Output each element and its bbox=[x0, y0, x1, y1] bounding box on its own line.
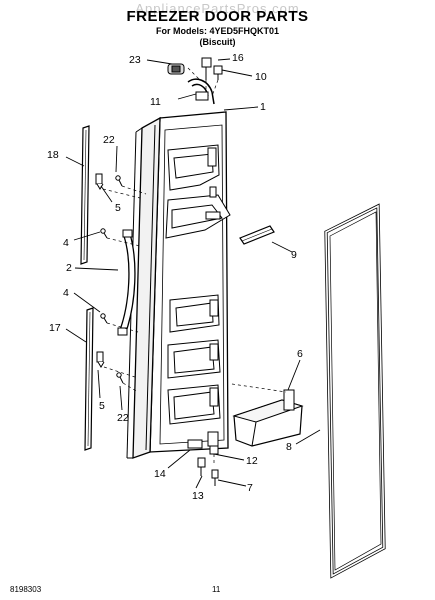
callout-22-top: 22 bbox=[103, 134, 115, 146]
callout-9: 9 bbox=[291, 249, 297, 261]
models-line: For Models: 4YED5FHQKT01 bbox=[155, 26, 280, 36]
callout-18: 18 bbox=[47, 149, 59, 161]
leader-lines bbox=[65, 58, 321, 489]
footer-page: 11 bbox=[212, 585, 221, 594]
shelf-rail bbox=[239, 225, 275, 245]
callout-8: 8 bbox=[286, 441, 292, 453]
callout-2: 2 bbox=[66, 262, 72, 274]
door-gasket bbox=[324, 203, 386, 579]
footer-code: 8198303 bbox=[10, 585, 42, 594]
callout-16: 16 bbox=[232, 52, 244, 64]
callout-14: 14 bbox=[154, 468, 166, 480]
callout-11: 11 bbox=[150, 96, 161, 108]
freezer-door-panel bbox=[126, 111, 231, 459]
callout-17: 17 bbox=[49, 322, 61, 334]
callout-10: 10 bbox=[255, 71, 267, 83]
color-line: (Biscuit) bbox=[199, 37, 236, 47]
top-hinge-parts bbox=[167, 57, 223, 105]
callout-4-top: 4 bbox=[63, 237, 69, 249]
callout-4-bottom: 4 bbox=[63, 287, 69, 299]
watermark: AppliancePartsPros.com bbox=[135, 1, 300, 16]
callout-23: 23 bbox=[129, 54, 141, 66]
callout-22-bottom: 22 bbox=[117, 412, 129, 424]
bottom-hinge-parts bbox=[187, 431, 219, 486]
callout-7: 7 bbox=[247, 482, 253, 494]
diagram-title: FREEZER DOOR PARTS bbox=[126, 8, 309, 25]
trim-strip-17 bbox=[84, 307, 94, 451]
callout-13: 13 bbox=[192, 490, 204, 502]
door-bin bbox=[231, 383, 304, 447]
callout-5-bottom: 5 bbox=[99, 400, 105, 412]
callout-12: 12 bbox=[246, 455, 258, 467]
assembly-guide-lines bbox=[102, 67, 219, 466]
callout-6: 6 bbox=[297, 348, 303, 360]
door-handle bbox=[117, 229, 136, 336]
clips-and-screws bbox=[95, 173, 124, 384]
callout-5-top: 5 bbox=[115, 202, 121, 214]
trim-strip-18 bbox=[80, 125, 90, 265]
callout-1: 1 bbox=[260, 101, 266, 113]
